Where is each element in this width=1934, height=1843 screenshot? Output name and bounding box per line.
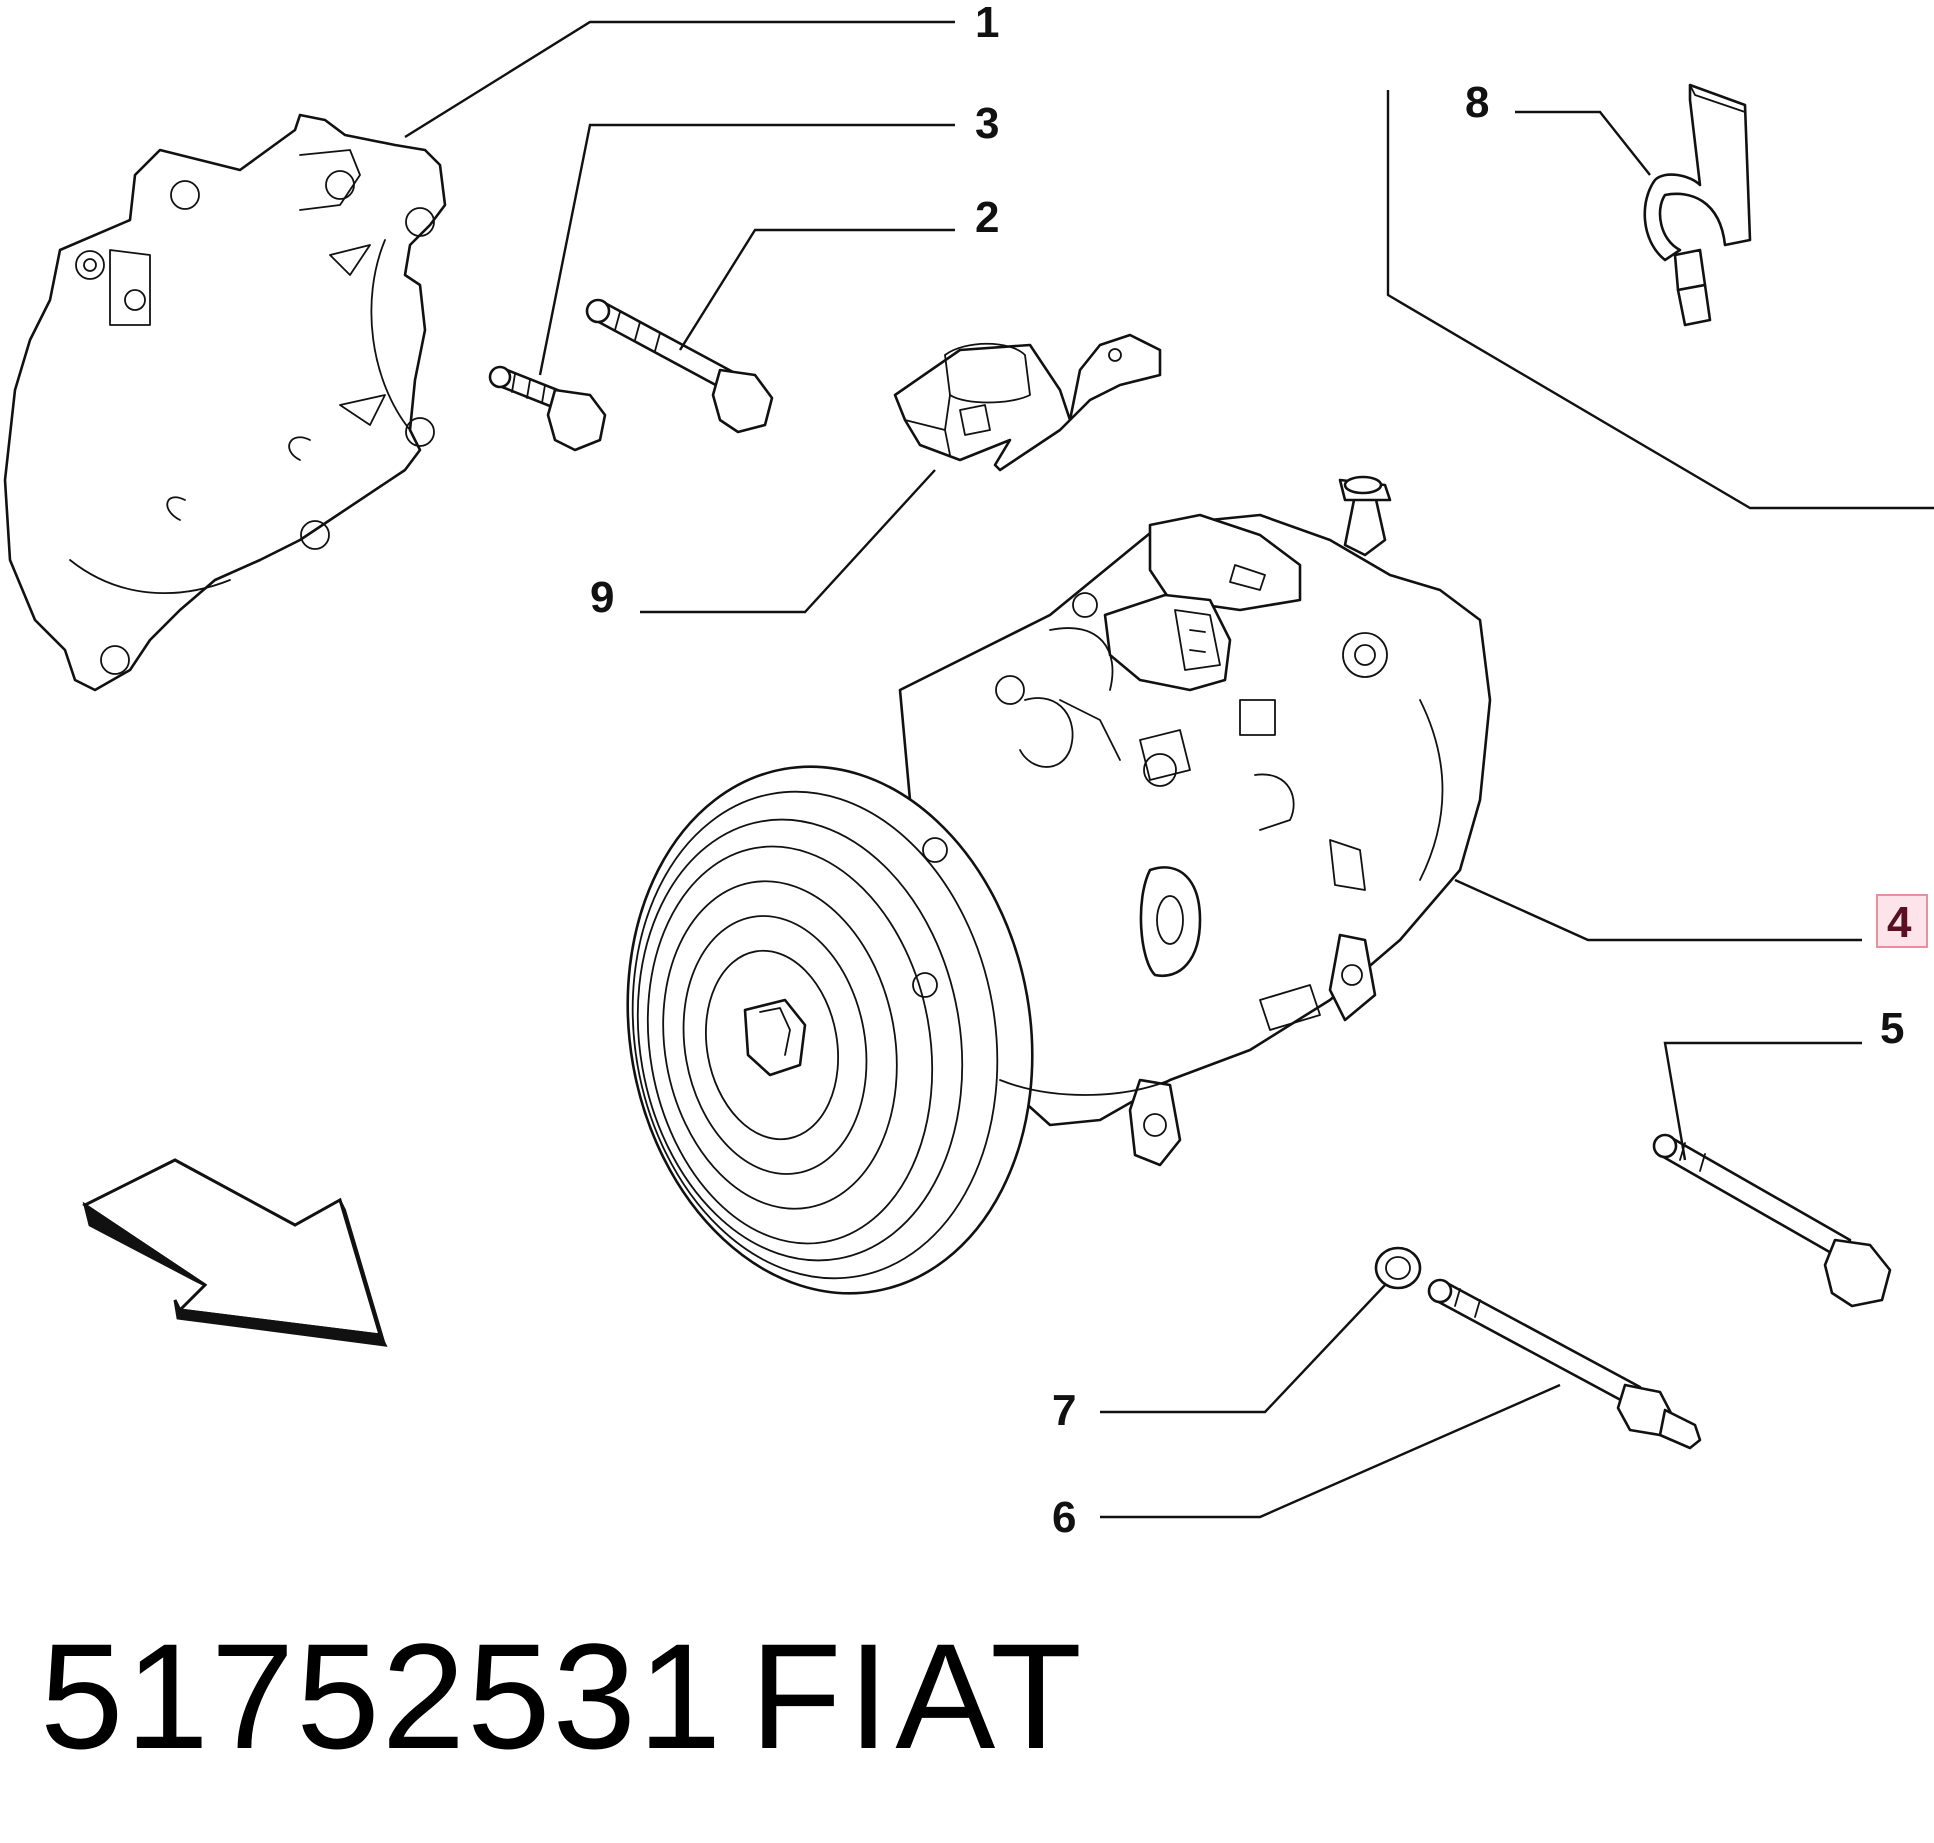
- part-8-pipe-clip[interactable]: [1643, 83, 1752, 327]
- callout-4-highlight-box[interactable]: [1876, 894, 1928, 948]
- part-6-stud-bolt[interactable]: [1427, 1278, 1702, 1450]
- leader-8: [1515, 110, 1651, 176]
- leader-3: [538, 123, 955, 376]
- callout-9: 9: [590, 573, 614, 622]
- callout-7: 7: [1052, 1386, 1076, 1435]
- callout-3: 3: [975, 99, 999, 148]
- part-9-connector-bracket[interactable]: [893, 333, 1162, 472]
- leader-5: [1663, 1041, 1862, 1161]
- leader-8-extension: [1386, 90, 1934, 510]
- direction-arrow-icon: [82, 1158, 388, 1347]
- callout-5: 5: [1880, 1004, 1904, 1053]
- callout-1: 1: [975, 0, 999, 47]
- callout-8: 8: [1465, 78, 1489, 127]
- part-5-long-bolt[interactable]: [1652, 1133, 1892, 1308]
- part-4-ac-compressor[interactable]: [587, 475, 1492, 1326]
- part-number: 51752531: [40, 1612, 724, 1780]
- leader-7: [1100, 1284, 1386, 1414]
- part-1-bracket[interactable]: [3, 113, 447, 692]
- part-3-short-bolt[interactable]: [488, 365, 607, 452]
- leader-4: [1454, 878, 1862, 942]
- part-2-long-bolt[interactable]: [585, 298, 774, 434]
- callout-2: 2: [975, 193, 999, 242]
- leader-9: [640, 469, 936, 614]
- callout-4: 4: [1887, 898, 1912, 947]
- leader-1: [404, 20, 955, 139]
- part-7-o-ring[interactable]: [1374, 1246, 1422, 1290]
- callout-6: 6: [1052, 1493, 1076, 1542]
- leader-2: [678, 228, 955, 351]
- brand-name: FIAT: [750, 1612, 1088, 1780]
- leader-6: [1100, 1383, 1561, 1519]
